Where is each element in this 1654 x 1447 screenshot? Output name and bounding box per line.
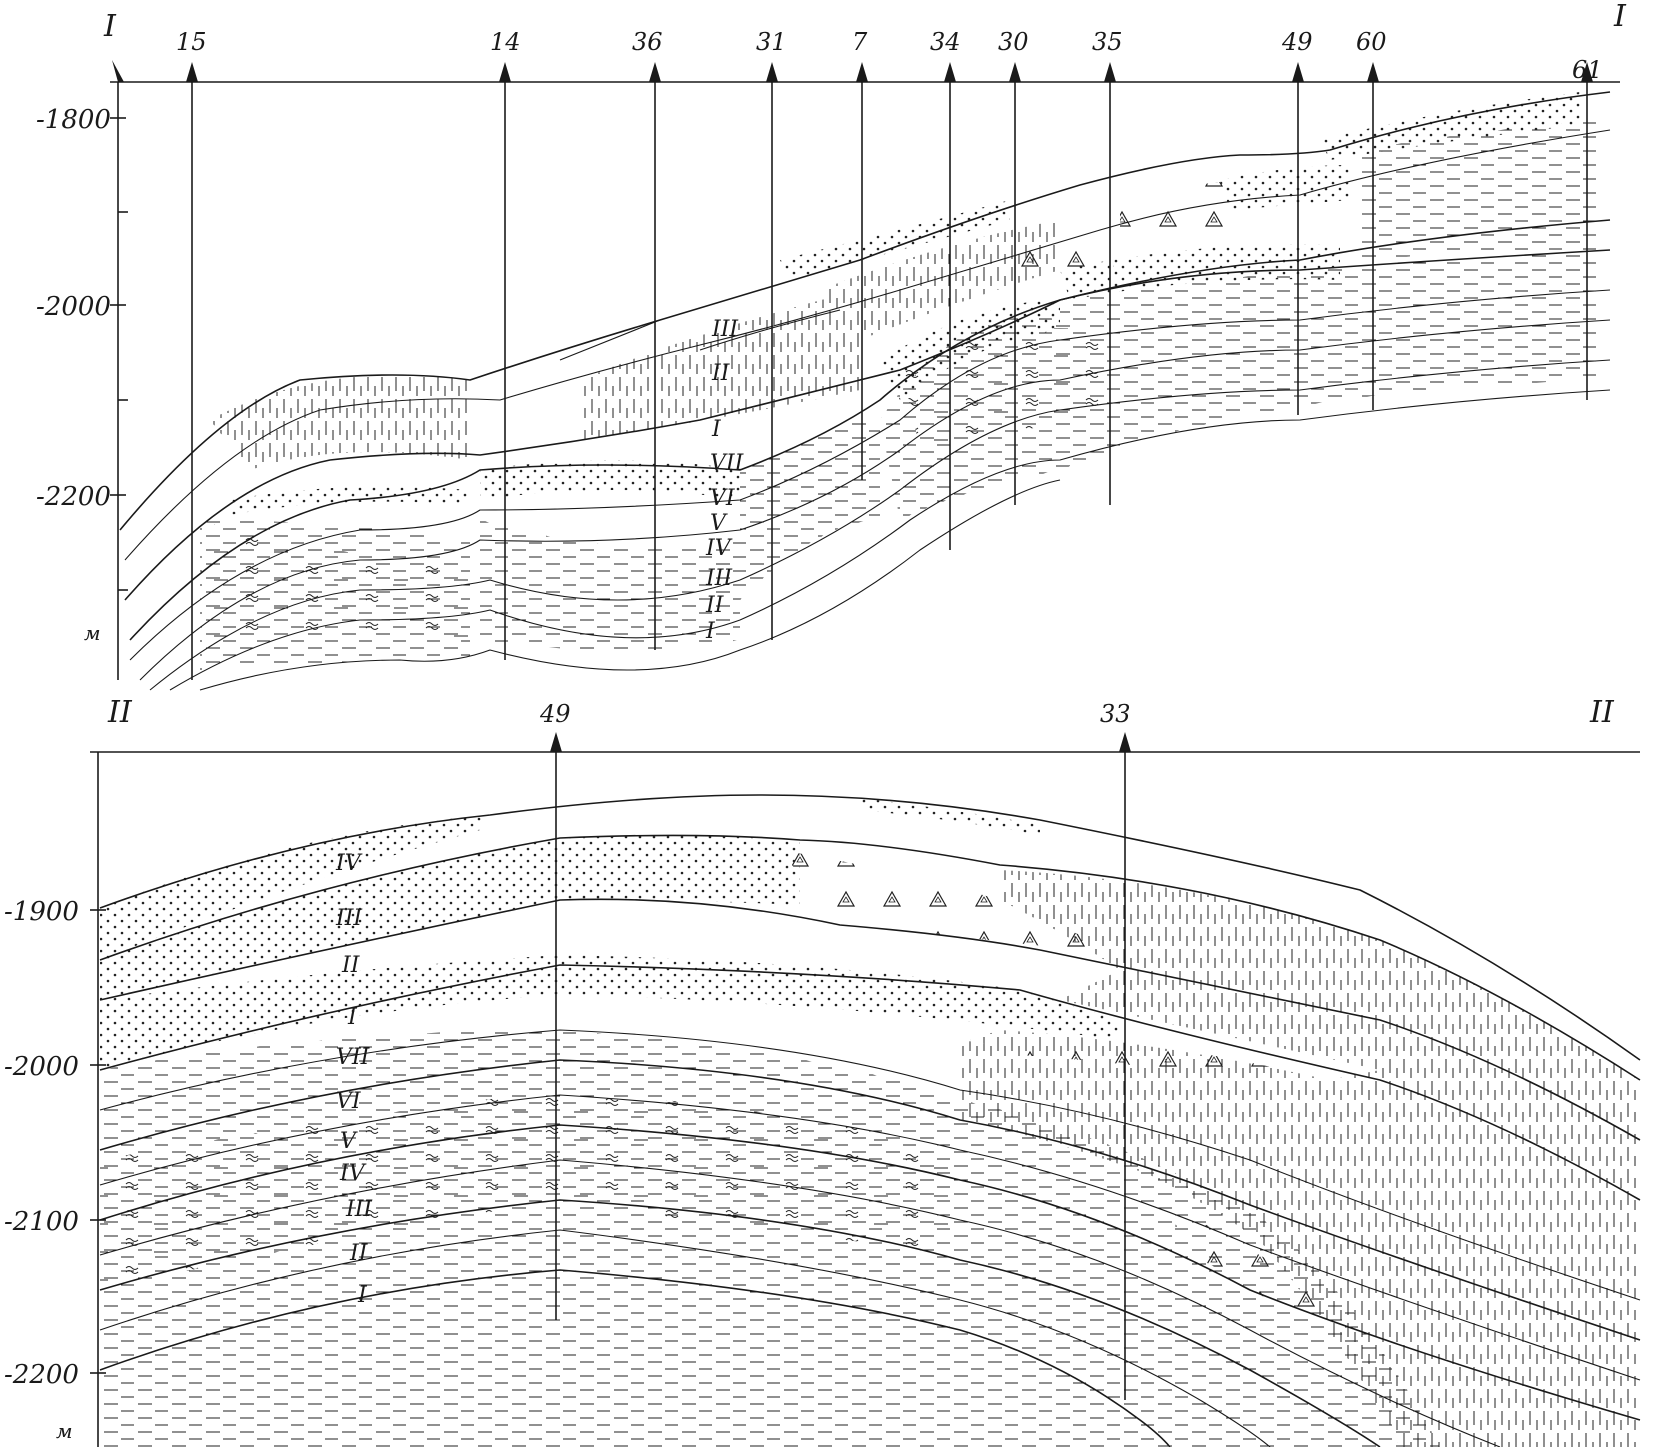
horizon-label: I (705, 619, 716, 644)
horizon-label: II (341, 953, 361, 978)
well-label: 35 (1092, 28, 1123, 56)
well-label: 34 (930, 28, 961, 56)
horizon-label: II (349, 1241, 369, 1266)
section-1-wells (112, 60, 1593, 680)
depth-label-2100: -2100 (4, 1207, 79, 1237)
horizon-label: IV (705, 536, 733, 561)
well-label: 30 (998, 28, 1029, 56)
horizon-label: V (710, 511, 728, 536)
depth-label-2200: -2200 (4, 1360, 79, 1390)
section-1: -1800 -2000 -2200 м I I (36, 0, 1627, 691)
well-label: 49 (539, 700, 571, 728)
horizon-label: III (335, 906, 363, 931)
depth-label-2000: -2000 (36, 292, 111, 322)
section-2-label-right: II (1589, 695, 1615, 730)
well-label: 7 (852, 28, 868, 56)
horizon-label: VII (336, 1045, 371, 1070)
horizon-label: III (345, 1197, 373, 1222)
well-label: 15 (176, 28, 207, 56)
horizon-label: III (705, 566, 733, 591)
horizon-label: IV (335, 851, 363, 876)
section-2: -1900 -2000 -2100 -2200 м II II (4, 695, 1641, 1447)
section-1-label-right: I (1613, 0, 1627, 34)
section-1-label-left: I (103, 9, 117, 44)
horizon-label: IV (339, 1161, 367, 1186)
well-label: 61 (1572, 56, 1603, 84)
well-label: 33 (1100, 700, 1131, 728)
well-label: 36 (632, 28, 663, 56)
horizon-label: I (357, 1283, 368, 1308)
horizon-label: II (711, 361, 731, 386)
horizon-label: I (347, 1005, 358, 1030)
depth-label-1900: -1900 (4, 897, 79, 927)
well-label: 31 (756, 28, 787, 56)
horizon-label: V (340, 1129, 358, 1154)
well-label: 14 (490, 28, 521, 56)
horizon-label: II (705, 593, 725, 618)
horizon-label: I (711, 417, 722, 442)
depth-label-2200: -2200 (36, 482, 111, 512)
depth-label-1800: -1800 (36, 105, 111, 135)
horizon-label: VI (336, 1089, 362, 1114)
section-2-wells (550, 732, 1131, 1400)
depth-unit: м (84, 621, 101, 645)
well-label: 49 (1281, 28, 1313, 56)
well-label: 60 (1356, 28, 1387, 56)
horizon-label: VII (710, 451, 745, 476)
horizon-label: III (711, 317, 739, 342)
depth-unit: м (56, 1419, 73, 1443)
horizon-label: VI (710, 486, 736, 511)
depth-label-2000: -2000 (4, 1052, 79, 1082)
section-2-label-left: II (107, 695, 133, 730)
